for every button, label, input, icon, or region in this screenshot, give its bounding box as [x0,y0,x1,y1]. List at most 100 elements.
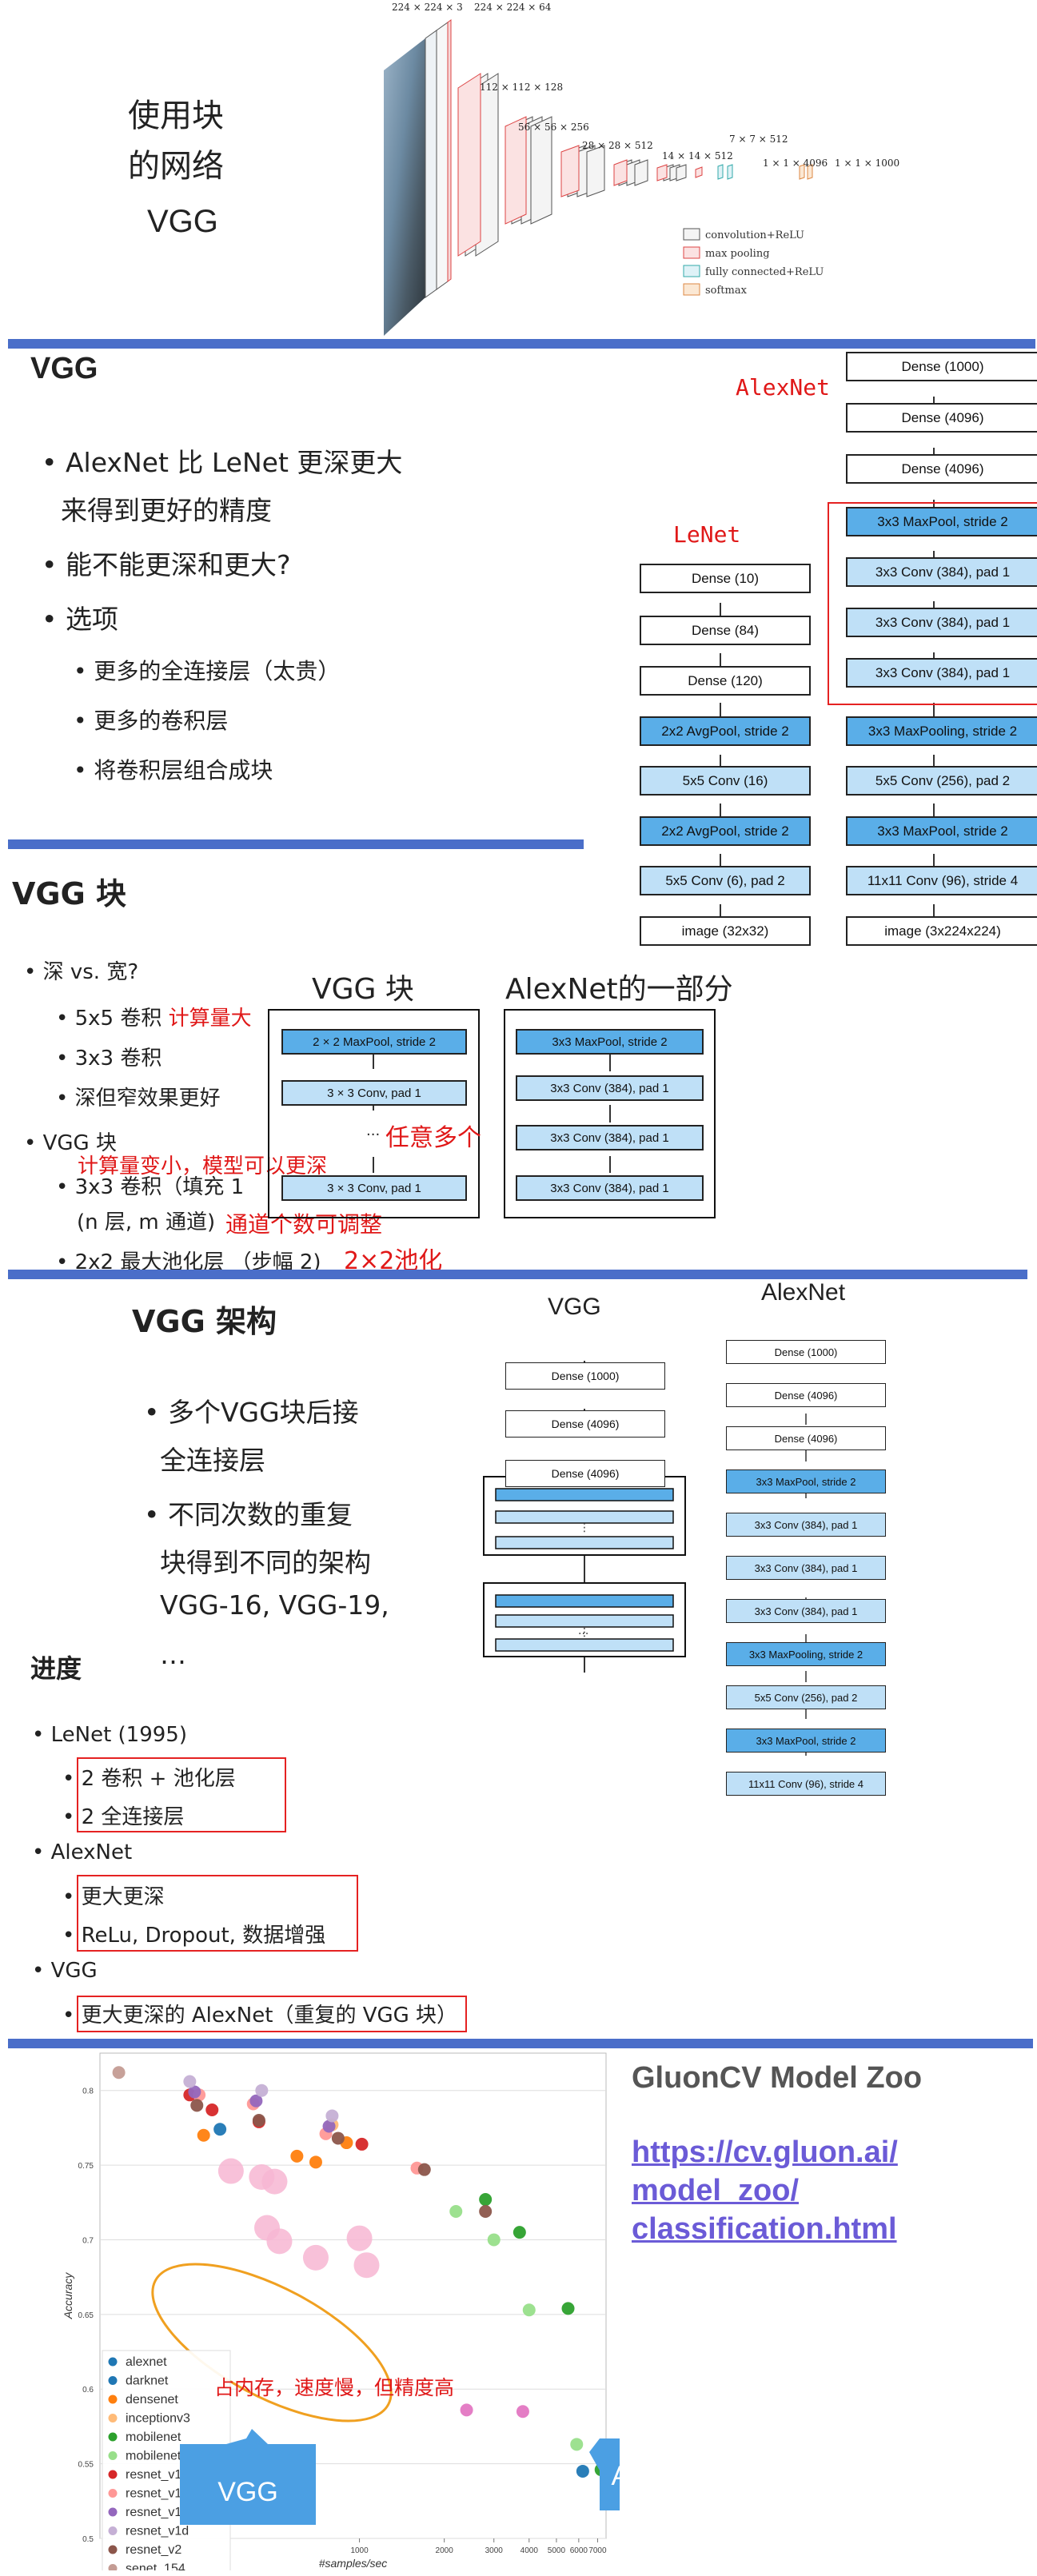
alexnet-arch-layer: 3x3 MaxPooling, stride 2 [726,1642,886,1666]
divider [8,2039,1033,2048]
data-point-resnet_v2 [252,2114,265,2127]
dim-label: 1 × 1 × 4096 [763,158,828,169]
x-tick-label: 6000 [570,2546,588,2555]
vgg-highlight-ellipse [151,2263,393,2422]
vgg-block-layer: 2 × 2 MaxPool, stride 2 [281,1029,467,1055]
alexnet-layer: Dense (4096) [846,454,1037,484]
data-point-vgg [353,2252,380,2279]
data-point-darknet [213,2123,227,2136]
vgg-block-frame [268,1009,480,1218]
data-point-resnet_v2 [479,2204,493,2218]
x-tick-label: 4000 [520,2546,539,2555]
legend-swatch [108,2526,118,2535]
data-point-resnet_v1d [183,2075,197,2088]
slide-title: VGG 架构 [132,1304,277,1339]
data-point-resnet_v1c [188,2085,201,2099]
alex-part-layer: 3x3 Conv (384), pad 1 [516,1125,704,1150]
x-tick-label: 3000 [485,2546,504,2555]
bullet: • 选项 [42,604,118,635]
sub-bullet: • 更多的全连接层（太贵） [74,658,341,684]
bullet-cont: 来得到更好的精度 [61,495,272,526]
legend-entry: resnet_v1 [126,2468,181,2482]
highlight-box [77,1996,467,2032]
slide-title: VGG [30,352,98,385]
bullet: • VGG [32,1959,98,1983]
bullet: • LeNet (1995) [32,1723,187,1747]
ellipsis: ... [366,1123,381,1139]
data-point-alexnet [576,2464,589,2478]
data-point-resnet_v1c [249,2094,263,2107]
x-tick-label: 1000 [350,2546,369,2555]
alexnet-layer: 3x3 MaxPool, stride 2 [846,507,1037,536]
data-point-vgg [261,2168,288,2195]
title-line-2: 的网络 [128,148,224,185]
slide-title: 进度 [30,1653,82,1684]
alexnet-layer: Dense (4096) [846,403,1037,433]
red-annotation: 计算量变小，模型可以更深 [78,1154,328,1178]
sub-bullet: • 2 全连接层 [62,1805,185,1829]
legend-entry: resnet_v1d [126,2525,189,2538]
alexnet-arch-layer: Dense (1000) [726,1340,886,1364]
highlight-box [77,1875,358,1952]
alexnet-layer: 3x3 Conv (384), pad 1 [846,608,1037,637]
vgg-dense-layer: Dense (1000) [505,1362,665,1390]
x-tick-label: 7000 [588,2546,607,2555]
lenet-layer: Dense (84) [640,616,811,645]
svg-text:⋮: ⋮ [579,1626,590,1639]
legend-swatch [108,2395,118,2404]
gluoncv-title: GluonCV Model Zoo [632,2061,923,2095]
data-point-resnet_v2 [417,2163,431,2176]
alexnet-label: AlexNet [736,374,831,401]
data-point-densenet [290,2149,304,2163]
data-point-mobilenet [561,2302,575,2315]
red-annotation: 任意多个 [385,1124,481,1152]
slide-title: VGG 块 [12,876,127,911]
x-axis-label: #samples/sec [319,2557,388,2570]
lenet-layer: 2x2 AvgPool, stride 2 [640,716,811,746]
bullet: • 不同次数的重复 [144,1499,353,1530]
alexnet-layer: Dense (1000) [846,352,1037,381]
alex-label: AlexNet [761,1279,846,1306]
y-tick-label: 0.8 [82,2088,94,2096]
data-point-mobilenet [479,2193,493,2207]
lenet-layer: 5x5 Conv (6), pad 2 [640,866,811,895]
vgg-architecture-figure: 224 × 224 × 3 224 × 224 × 64 112 × 112 ×… [376,0,983,336]
bullet-cont: 块得到不同的架构 [160,1547,371,1578]
data-point-resnet_v1d [325,2109,339,2123]
legend-entry: alexnet [126,2355,167,2369]
alexnet-arch-layer: 11x11 Conv (96), stride 4 [726,1772,886,1796]
data-point-vgg [346,2225,373,2251]
alexnet-arch-layer: 3x3 MaxPool, stride 2 [726,1729,886,1753]
legend-swatch [108,2507,118,2517]
data-point-mobilenet [513,2226,526,2239]
divider [8,1270,1027,1279]
sub-bullet: • 3x3 卷积 [56,1047,162,1071]
legend-entry: resnet_v1c [126,2506,188,2519]
legend-entry: senet_154 [126,2562,185,2571]
dim-label: 1 × 1 × 1000 [835,158,899,169]
sub-bullet: • ReLu, Dropout, 数据增强 [62,1924,326,1948]
alexnet-arch-layer: 3x3 Conv (384), pad 1 [726,1599,886,1623]
data-point-mobilenetv2 [449,2204,463,2218]
model-zoo-link[interactable]: https://cv.gluon.ai/model_zoo/classifica… [632,2135,898,2246]
alexnet-arch-layer: Dense (4096) [726,1383,886,1407]
data-point-mobilenetv2 [487,2233,501,2247]
vgg-arch-diagram: ⋮ ⋮ [483,1361,686,1673]
lenet-layer: 5x5 Conv (16) [640,766,811,796]
sub-bullet: • 更大更深 [62,1885,165,1909]
vgg-block-layer: 3 × 3 Conv, pad 1 [281,1080,467,1106]
bullet: • AlexNet [32,1840,133,1864]
alex-part-frame [504,1009,716,1218]
input-image [384,38,425,336]
vgg-dense-layer: Dense (4096) [505,1460,665,1487]
alex-part-layer: 3x3 Conv (384), pad 1 [516,1075,704,1101]
dim-label: 112 × 112 × 128 [480,82,563,93]
vgg-annotation: 占内存，速度慢，但精度高 [214,2376,454,2399]
vgg-label: VGG [548,1294,601,1320]
legend-softmax: softmax [705,285,748,297]
alexnet-arch-layer: 3x3 Conv (384), pad 1 [726,1513,886,1537]
legend-swatch [108,2357,118,2367]
alexnet-callout-text: AlexNet [611,2461,620,2491]
